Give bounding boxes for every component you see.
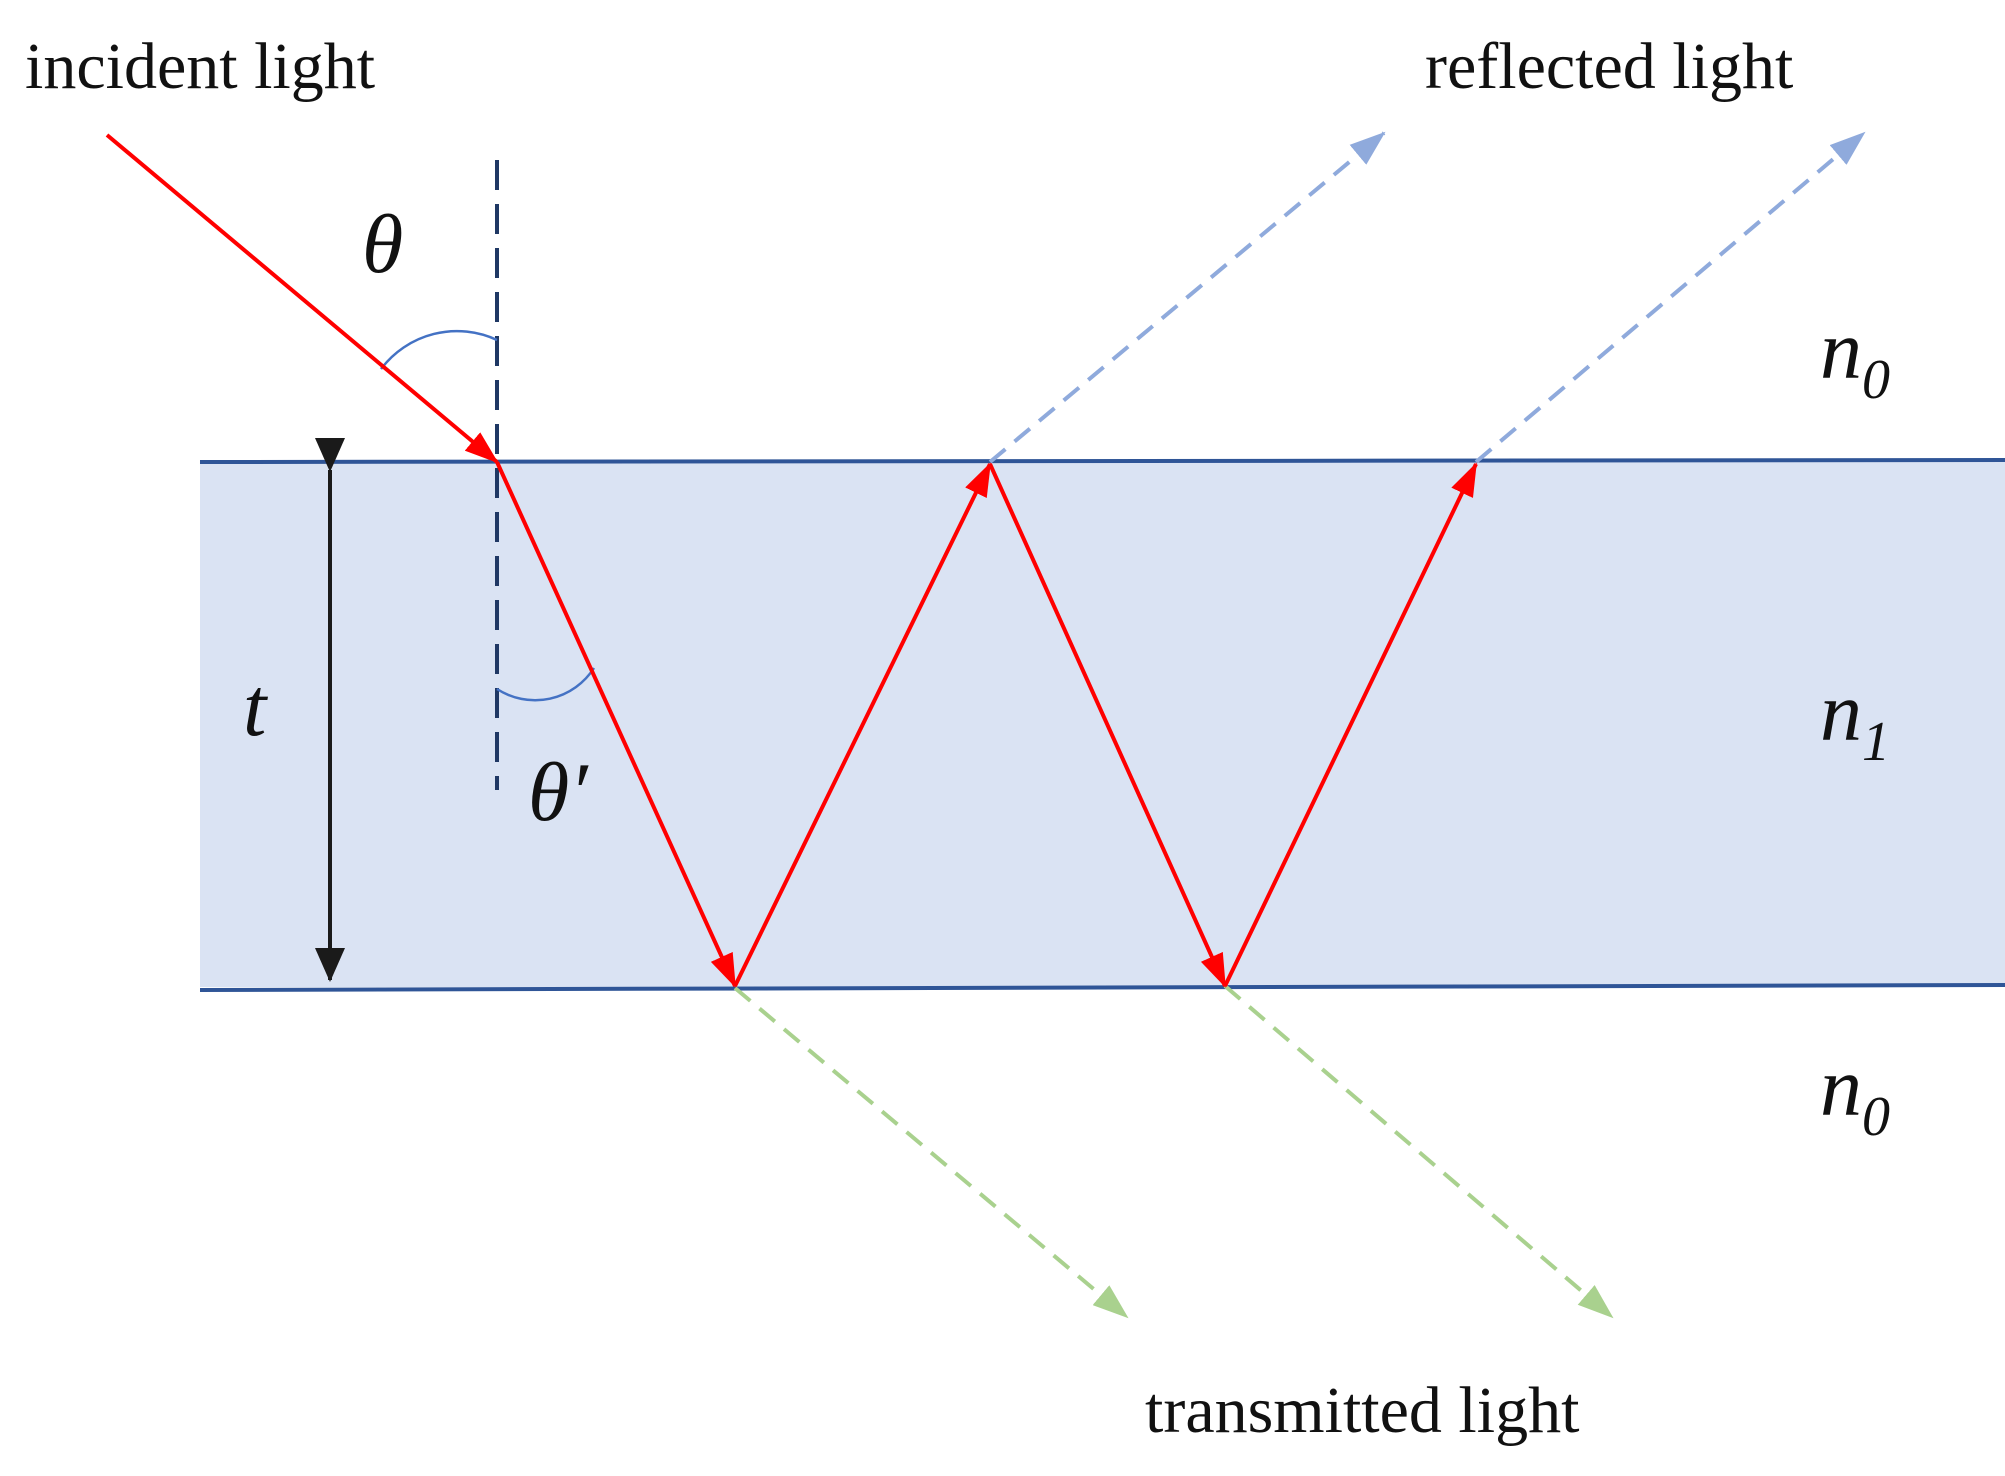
transmitted-light-label: transmitted light [1145,1374,1579,1447]
medium-top-symbol: n [1820,304,1862,397]
incident-light-label: incident light [25,30,375,103]
reflected-ray-1 [988,131,1386,464]
medium-film-symbol: n [1820,666,1862,759]
transmitted-ray-2 [1223,984,1614,1319]
refracted-ray-1 [495,461,737,988]
theta-label: θ [362,198,403,291]
medium-top-subscript: 0 [1862,349,1890,411]
reflected-ray-2 [1474,131,1866,464]
incident-angle-arc [380,329,498,370]
refracted-angle-arc [496,667,596,702]
top-interface-line [199,458,2005,464]
film-layer [200,460,2005,987]
medium-bottom-label: n0 [1820,1041,1890,1148]
incident-ray [105,133,499,464]
medium-film-subscript: 1 [1862,711,1890,773]
medium-bottom-symbol: n [1820,1041,1862,1134]
medium-bottom-subscript: 0 [1862,1086,1890,1148]
bottom-interface-line [199,983,2005,992]
medium-film-label: n1 [1820,666,1890,773]
internal-reflection-ray-3 [1223,462,1478,987]
internal-reflection-ray-1 [733,462,992,987]
medium-top-label: n0 [1820,304,1890,411]
theta-prime-label: θ′ [528,746,589,839]
thickness-label: t [243,661,269,754]
internal-reflection-ray-2 [988,463,1227,988]
reflected-light-label: reflected light [1425,30,1793,103]
transmitted-ray-1 [733,986,1129,1319]
